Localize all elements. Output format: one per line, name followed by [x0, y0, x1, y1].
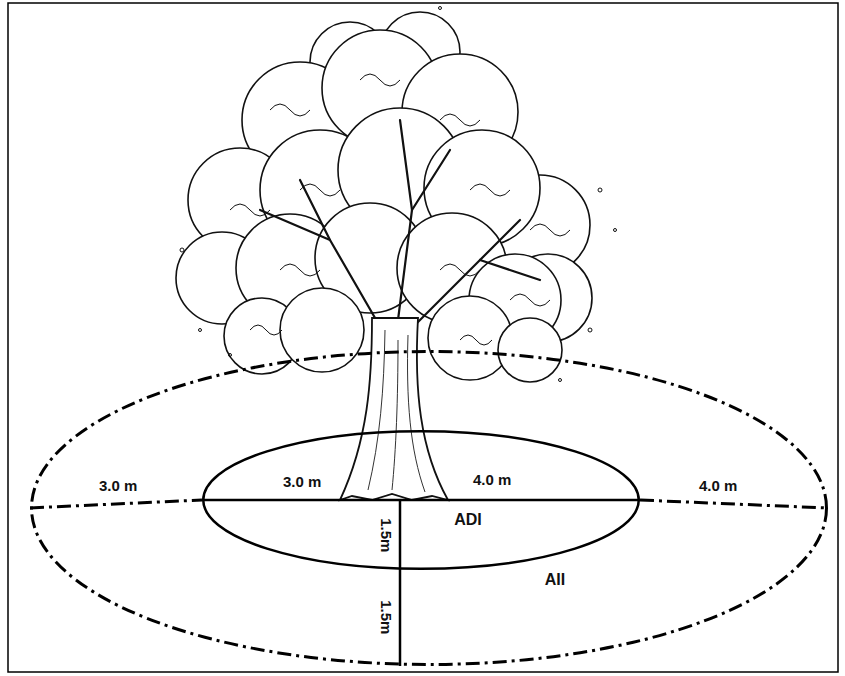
zone-ellipse	[30, 350, 828, 666]
dimension-lines	[30, 500, 828, 666]
zone-outline	[203, 431, 639, 569]
zone-ellipse	[202, 430, 640, 570]
dimension-label: 4.0 m	[697, 478, 739, 495]
bark-lines	[368, 330, 425, 492]
inner-zone: ADI	[202, 430, 640, 570]
dimension-label: 1.5m	[378, 598, 395, 636]
dimension-label: 3.0 m	[281, 474, 323, 491]
outer-zone: ADI AII	[30, 350, 828, 666]
zone-outline	[32, 352, 827, 665]
dimension-label: 1.5m	[378, 516, 395, 554]
dimension-label: 3.0 m	[97, 478, 139, 495]
dimension-label: 4.0 m	[471, 472, 513, 489]
tree-trunk	[340, 318, 448, 500]
frame	[8, 3, 838, 672]
zone-label: AII	[545, 571, 565, 589]
branches	[260, 120, 540, 330]
zone-label: ADI	[454, 511, 482, 529]
